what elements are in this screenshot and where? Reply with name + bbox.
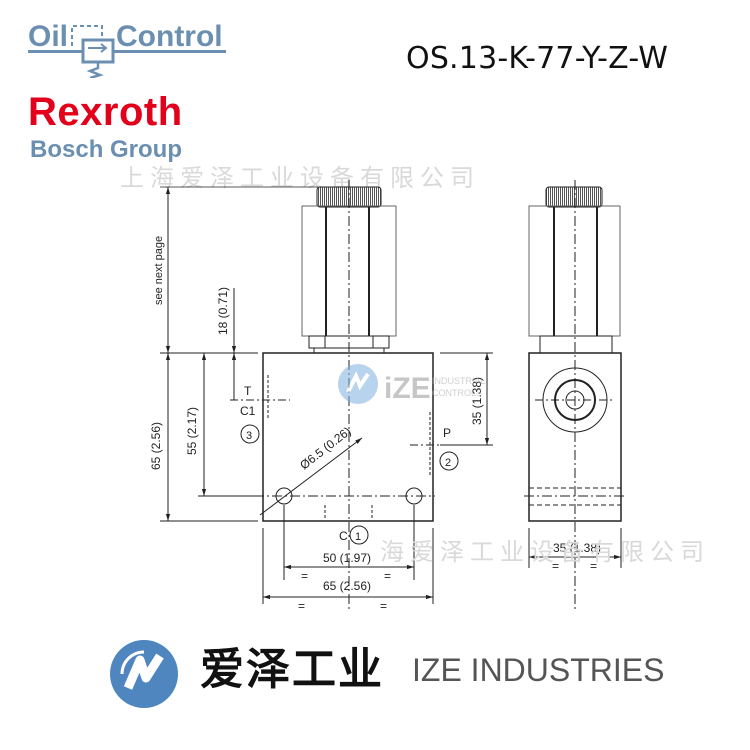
ize-watermark-logo: iZE INDUSTRIAL CONTROLS: [338, 364, 486, 405]
port-t-label: T: [244, 384, 252, 398]
see-next-page-label: see next page: [153, 236, 165, 305]
port-c-label: C: [339, 529, 348, 543]
control-text: Control: [116, 20, 223, 53]
svg-text:=: =: [552, 559, 559, 573]
dim-65-vertical: 65 (2.56): [149, 422, 163, 470]
company-name-en: IZE INDUSTRIES: [412, 652, 665, 688]
model-number: OS.13-K-77-Y-Z-W: [406, 41, 669, 76]
port-c1-number: 3: [246, 430, 252, 442]
ize-logo-icon: [110, 640, 178, 708]
svg-text:CONTROLS: CONTROLS: [432, 388, 482, 398]
svg-text:=: =: [590, 559, 597, 573]
dim-35-vertical: 35 (1.38): [470, 377, 484, 425]
port-p-number: 2: [445, 457, 451, 469]
svg-text:=: =: [380, 599, 387, 613]
oil-control-logo: Oil Control: [28, 20, 226, 78]
svg-text:INDUSTRIAL: INDUSTRIAL: [432, 376, 486, 386]
dim-18: 18 (0.71): [216, 287, 230, 335]
oil-text: Oil: [28, 20, 68, 53]
watermark-bottom: 海爱泽工业设备有限公司: [380, 538, 710, 566]
port-p-label: P: [443, 426, 451, 440]
dim-55: 55 (2.17): [185, 407, 199, 455]
svg-text:iZE: iZE: [384, 372, 431, 405]
watermark-top: 上海爱泽工业设备有限公司: [120, 164, 480, 192]
port-c1-label: C1: [240, 404, 256, 418]
svg-text:=: =: [298, 599, 305, 613]
dim-65-horizontal: 65 (2.56): [323, 579, 371, 593]
company-name-cn: 爱泽工业: [200, 644, 384, 695]
svg-text:=: =: [384, 569, 391, 583]
svg-text:=: =: [301, 569, 308, 583]
valve-block-side: [528, 352, 622, 522]
port-c-number: 1: [355, 531, 361, 543]
bosch-group-label: Bosch Group: [30, 136, 183, 163]
dim-35-horizontal: 35 (1.38): [553, 541, 601, 555]
rexroth-brand: Rexroth: [28, 90, 183, 134]
dim-50: 50 (1.97): [323, 551, 371, 565]
